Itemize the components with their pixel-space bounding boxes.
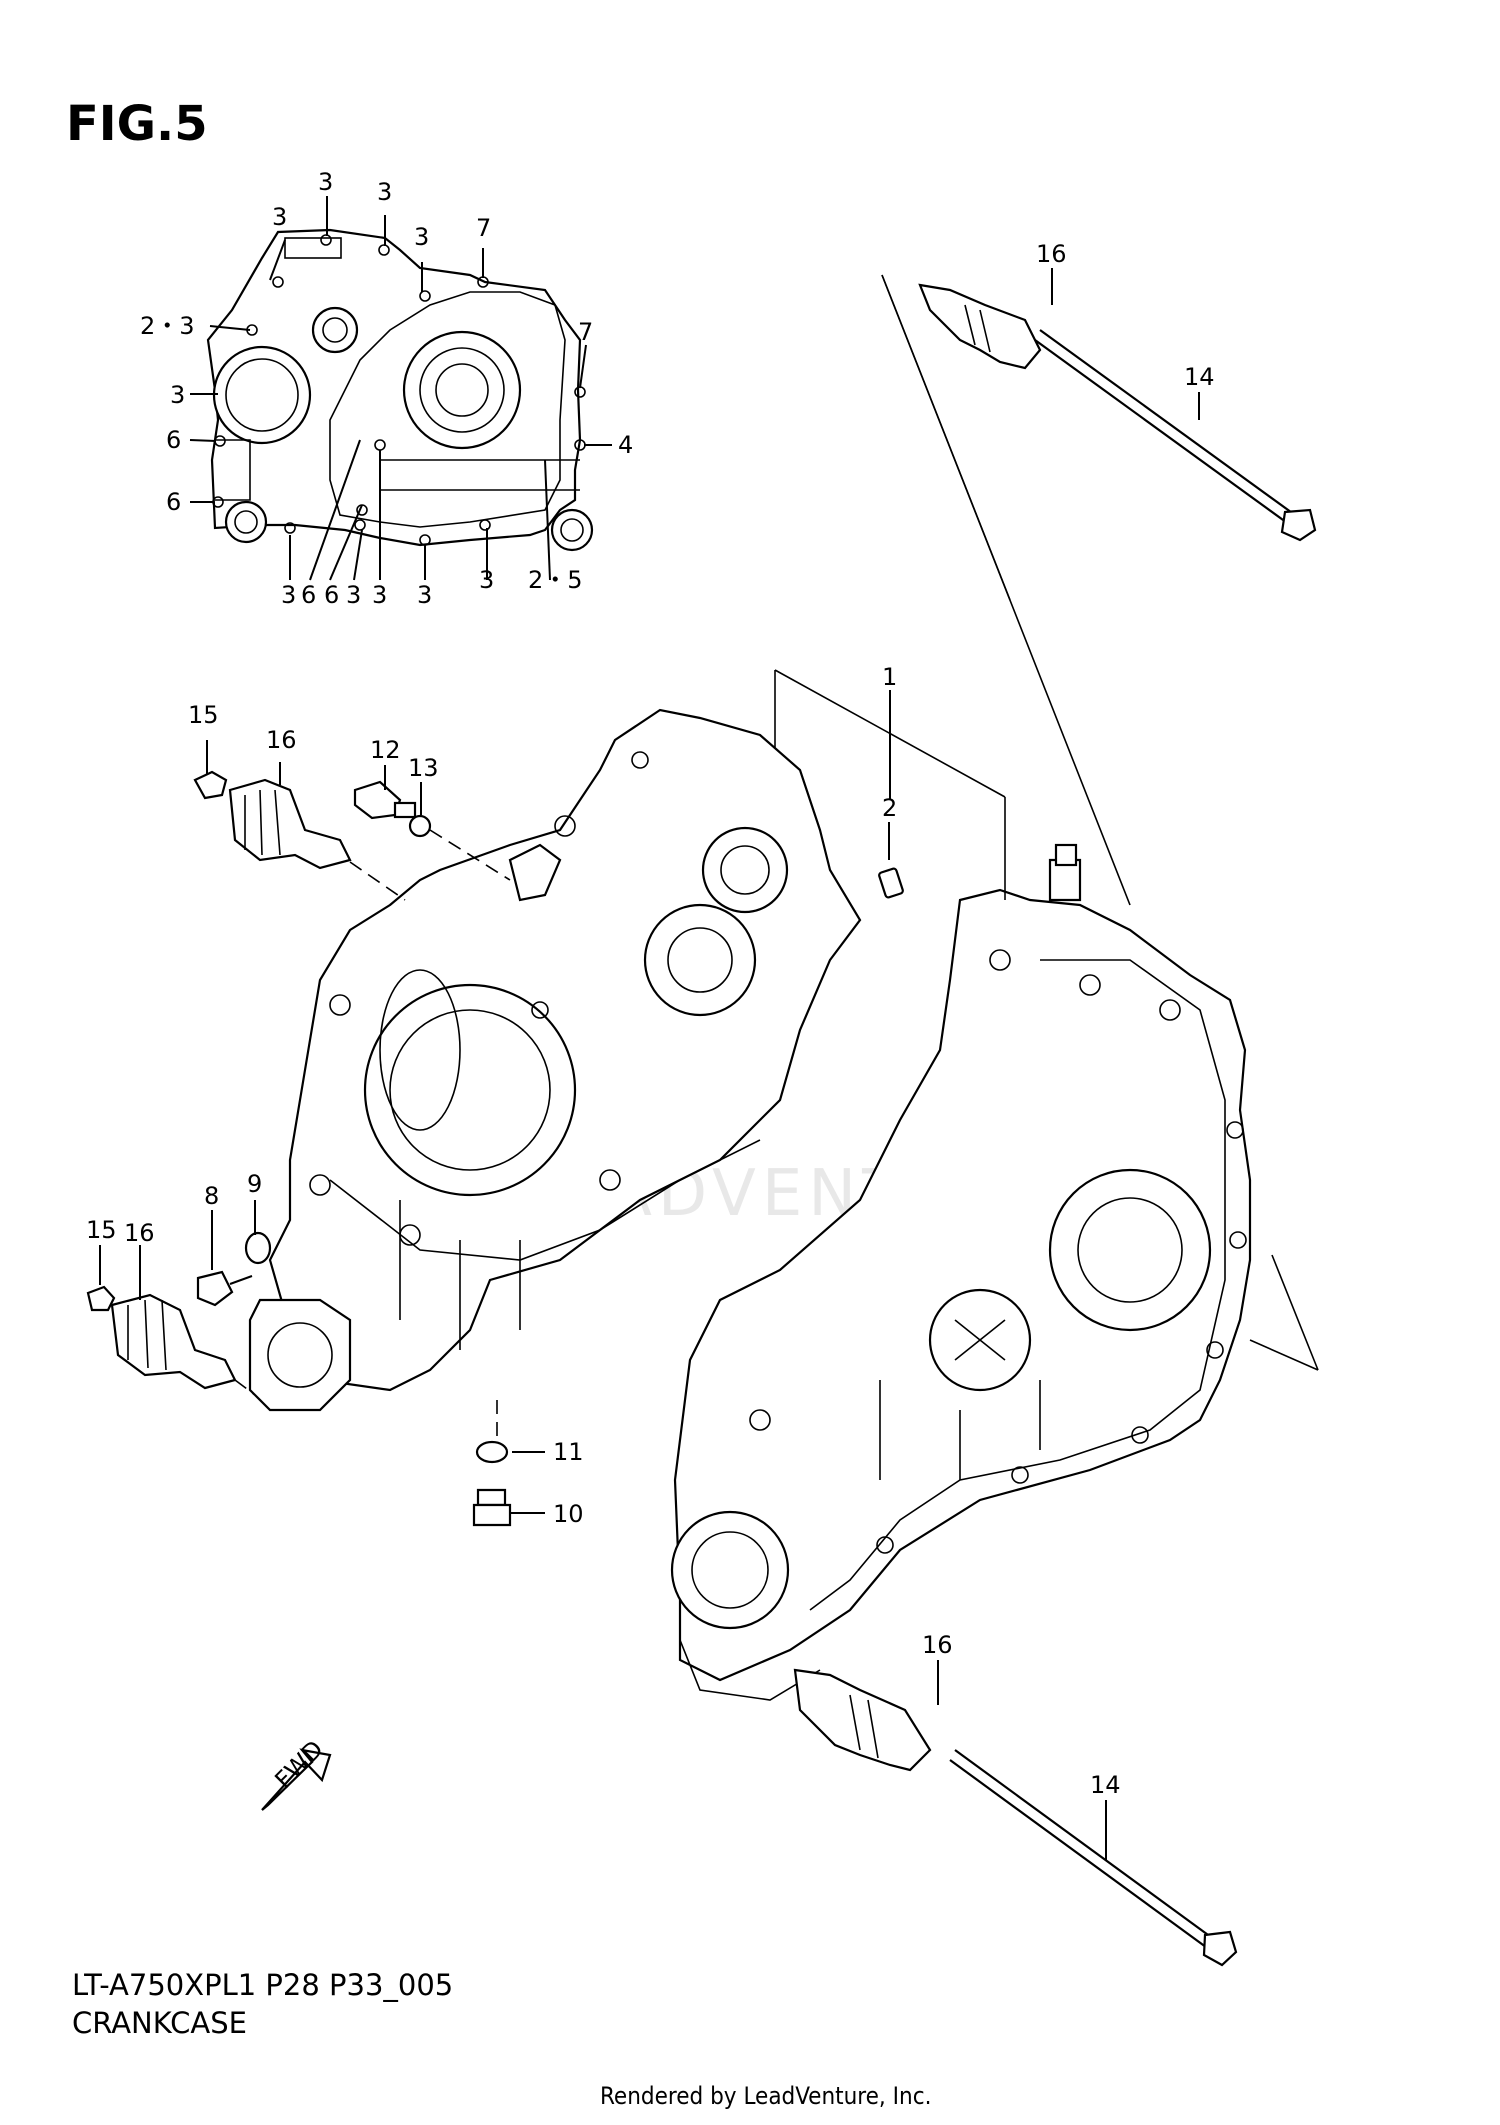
callout-10: 10 xyxy=(553,1500,584,1528)
inset-callout-6: 6 xyxy=(166,426,181,454)
inset-callout-4: 4 xyxy=(618,431,633,459)
callout-14: 14 xyxy=(1090,1771,1121,1799)
inset-callout-7: 7 xyxy=(578,318,593,346)
left-lower-plug xyxy=(86,1285,116,1312)
callout-15: 15 xyxy=(86,1216,117,1244)
inset-callout-3: 3 xyxy=(281,581,296,609)
inset-callout-2-5: 2・5 xyxy=(528,566,583,594)
gasket-11 xyxy=(475,1440,509,1464)
lower-right-bolt xyxy=(949,1749,1238,1967)
model-code: LT-A750XPL1 P28 P33_005 xyxy=(72,1968,454,2002)
drain-plug-10 xyxy=(472,1488,512,1527)
crankcase-right-half xyxy=(670,843,1252,1701)
callout-8: 8 xyxy=(204,1182,219,1210)
inset-callout-3: 3 xyxy=(417,581,432,609)
bolt-8 xyxy=(196,1270,253,1307)
callout-1: 1 xyxy=(882,663,897,691)
washer-9 xyxy=(244,1231,272,1265)
inset-callout-7: 7 xyxy=(476,214,491,242)
inset-callout-3: 3 xyxy=(372,581,387,609)
inset-callout-3: 3 xyxy=(346,581,361,609)
inset-callout-3: 3 xyxy=(479,566,494,594)
callout-leader-lines xyxy=(99,268,1200,1860)
inset-crankcase-drawing xyxy=(206,228,594,552)
leader-upper-strainer xyxy=(349,861,406,901)
inset-callout-6: 6 xyxy=(324,581,339,609)
callout-16: 16 xyxy=(922,1631,953,1659)
left-upper-plug xyxy=(193,770,228,800)
inset-callout-3: 3 xyxy=(170,381,185,409)
callout-16: 16 xyxy=(1036,240,1067,268)
inset-callout-3: 3 xyxy=(414,223,429,251)
leader-12-13 xyxy=(429,829,511,881)
callout-14: 14 xyxy=(1184,363,1215,391)
left-upper-strainer xyxy=(228,778,352,870)
callout-labels: 16 14 1 2 15 16 12 13 8 9 15 16 11 10 16… xyxy=(86,240,1215,1799)
callout-16: 16 xyxy=(266,726,297,754)
fwd-arrow-icon: FWD xyxy=(261,1735,332,1811)
assembly-name: CRANKCASE xyxy=(72,2006,248,2040)
inset-callout-2-3: 2・3 xyxy=(140,312,195,340)
breather-fitting xyxy=(353,780,417,820)
inset-callout-3: 3 xyxy=(318,168,333,196)
callout-15: 15 xyxy=(188,701,219,729)
callout-2: 2 xyxy=(882,794,897,822)
dowel-pin xyxy=(878,867,904,899)
figure-title: FIG.5 xyxy=(66,96,208,152)
lower-right-strainer xyxy=(793,1668,932,1772)
inset-callout-3: 3 xyxy=(272,203,287,231)
footer-credit: Rendered by LeadVenture, Inc. xyxy=(600,2082,932,2110)
inset-callout-3: 3 xyxy=(377,178,392,206)
inset-leader-lines xyxy=(189,196,612,581)
callout-11: 11 xyxy=(553,1438,584,1466)
inset-callout-6: 6 xyxy=(301,581,316,609)
crankcase-left-half xyxy=(248,708,862,1412)
washer-13 xyxy=(408,814,432,838)
leader-lower-strainer xyxy=(234,1379,256,1396)
callout-16: 16 xyxy=(124,1219,155,1247)
callout-9: 9 xyxy=(247,1170,262,1198)
callout-13: 13 xyxy=(408,754,439,782)
callout-12: 12 xyxy=(370,736,401,764)
upper-right-bolt xyxy=(1034,329,1317,542)
inset-callout-labels: 3 3 3 3 7 2・3 7 3 6 4 6 3 6 6 3 3 3 3 2・… xyxy=(140,168,633,609)
left-lower-strainer xyxy=(110,1293,237,1390)
inset-callout-6: 6 xyxy=(166,488,181,516)
upper-right-strainer xyxy=(918,283,1042,370)
